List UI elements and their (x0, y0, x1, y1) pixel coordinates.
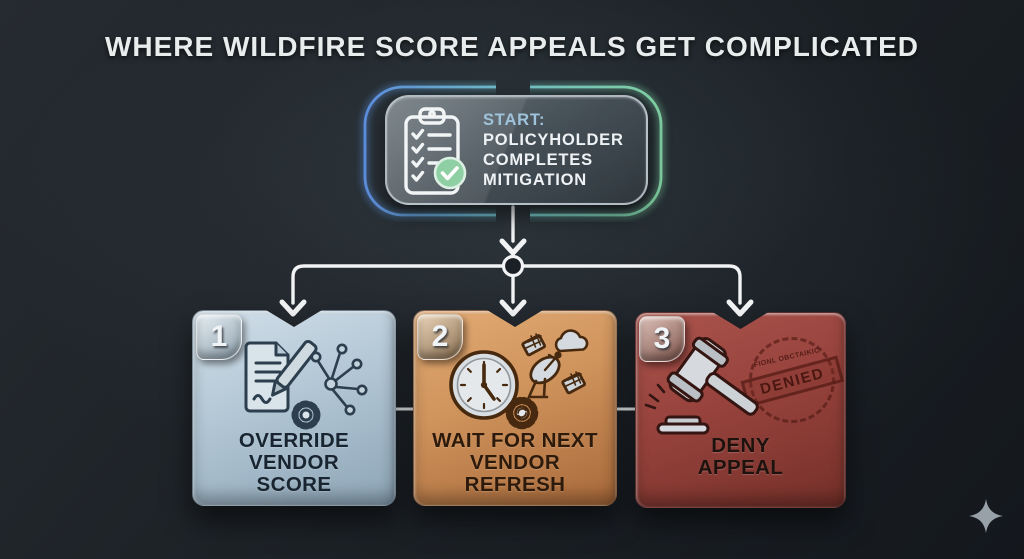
impact-lines (646, 385, 664, 408)
clipboard-checklist-icon (404, 107, 467, 195)
page-title: WHERE WILDFIRE SCORE APPEALS GET COMPLIC… (104, 31, 919, 62)
cloud-icon (556, 331, 587, 351)
branch-rail (291, 264, 742, 305)
pen-icon (267, 340, 317, 399)
branch-card-override-vendor-score: 1 (192, 310, 396, 506)
clock-icon (451, 352, 517, 418)
network-nodes-icon (312, 345, 366, 414)
start-prefix: START: (483, 111, 546, 129)
sparkle-icon (969, 499, 1003, 533)
gavel-icon (640, 333, 790, 439)
clock-satellite-cloud-gear-icon (432, 325, 598, 435)
start-node: START: POLICYHOLDER COMPLETES MITIGATION (355, 80, 671, 222)
branch-label: OVERRIDE VENDOR SCORE (238, 429, 350, 496)
branch-card-deny-appeal: 3 FIONL OBCTAIKIC DENIED (635, 312, 846, 508)
branch-label: DENY APPEAL (697, 434, 784, 479)
document-pen-network-gear-icon (214, 331, 374, 435)
check-circle-icon (433, 156, 467, 190)
start-node-glow-ring (361, 83, 665, 219)
start-node-panel: START: POLICYHOLDER COMPLETES MITIGATION (385, 95, 648, 205)
branch-label: WAIT FOR NEXT VENDOR REFRESH (432, 429, 598, 496)
gear-icon (295, 404, 317, 426)
branch-card-wait-for-refresh: 2 (413, 310, 617, 506)
branch-number-badge: 2 (417, 314, 463, 360)
junction-circle-node (501, 254, 525, 278)
start-node-label: START: POLICYHOLDER COMPLETES MITIGATION (483, 111, 624, 189)
branch-number-badge: 3 (639, 316, 685, 362)
arrowhead-down-icon (499, 238, 527, 256)
gavel-base (658, 417, 708, 433)
satellite-dish-icon (522, 334, 585, 397)
branch-number-badge: 1 (196, 314, 242, 360)
refresh-gear-icon (510, 401, 535, 426)
